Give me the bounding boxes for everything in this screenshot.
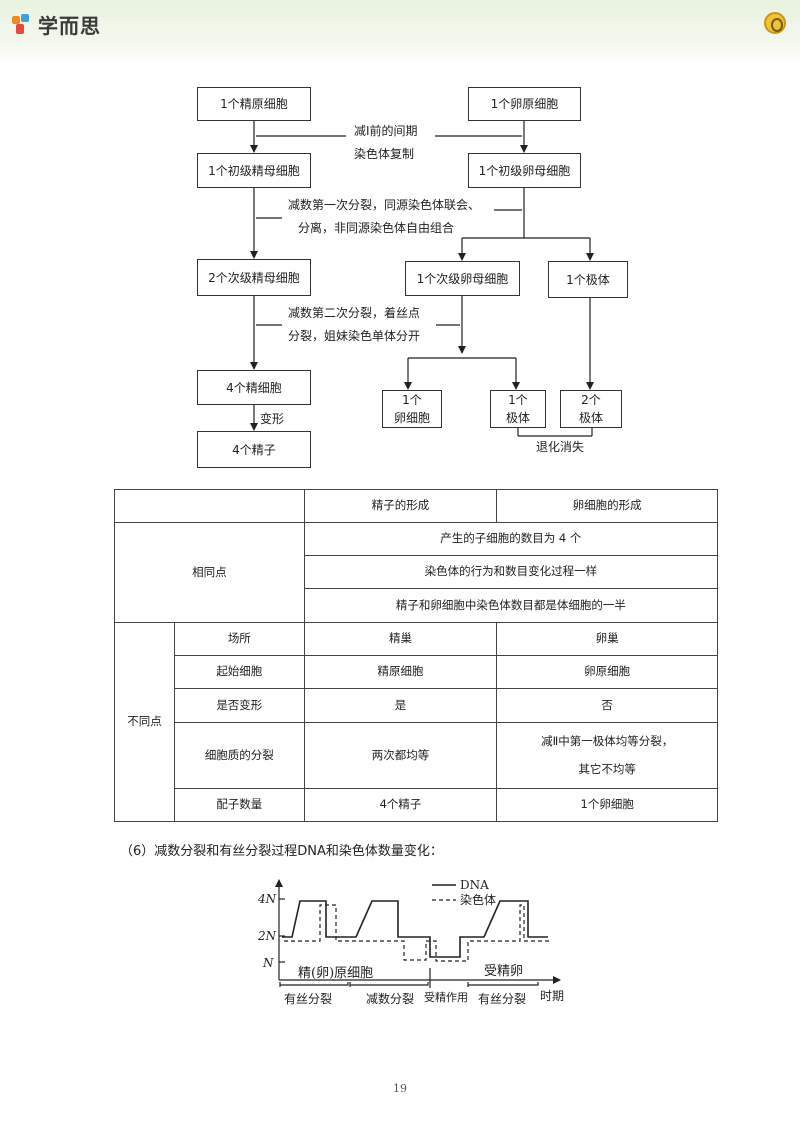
primary-spermatocyte-label: 1个初级精母细胞 [208, 163, 300, 178]
logo-icon [12, 13, 34, 36]
phase-mitosis-1: 有丝分裂 [284, 992, 332, 1006]
primary-spermatocyte-box: 1个初级精母细胞 [197, 153, 311, 188]
phase-fertilization: 受精作用 [424, 991, 468, 1004]
diff-item: 是否变形 [173, 688, 305, 723]
ovum-count: 1个 [402, 393, 422, 407]
ovum-label: 卵细胞 [393, 411, 430, 425]
primary-oocyte-label: 1个初级卵母细胞 [478, 163, 571, 178]
same-row-2: 染色体的行为和数目变化过程一样 [303, 555, 719, 589]
ovum-result-box: 1个 卵细胞 [382, 390, 442, 428]
cell-label-2: 受精卵 [484, 964, 523, 979]
same-row-3: 精子和卵细胞中染色体数目都是体细胞的一半 [303, 588, 719, 623]
table-row: 染色体的行为和数目变化过程一样 [115, 555, 719, 589]
sperm-label: 4个精子 [232, 442, 276, 457]
section-heading: （6）减数分裂和有丝分裂过程DNA和染色体数量变化： [120, 844, 443, 859]
secondary-spermatocyte-box: 2个次级精母细胞 [197, 259, 311, 296]
diff-sperm: 精巢 [303, 622, 498, 656]
medal-icon [764, 12, 786, 34]
y-tick-2n: 2N [257, 929, 277, 943]
header-egg: 卵细胞的形成 [496, 489, 718, 523]
primary-oocyte-box: 1个初级卵母细胞 [468, 153, 581, 188]
comparison-table: 精子的形成 卵细胞的形成 相同点 产生的子细胞的数目为 4 个 染色体的行为和数… [114, 489, 719, 822]
table-row: 细胞质的分裂 两次都均等 减Ⅱ中第一极体均等分裂， 其它不均等 [115, 722, 718, 789]
polar-body-result-box-1: 1个 极体 [490, 390, 546, 428]
x-axis-label: 时期 [540, 989, 564, 1003]
table-row: 是否变形 是 否 [115, 688, 718, 723]
diff-item: 场所 [173, 622, 305, 656]
meiosis-one-note-line-1: 减数第一次分裂，同源染色体联会、 [288, 198, 481, 212]
degeneration-note: 退化消失 [536, 440, 585, 454]
diff-sperm: 4个精子 [303, 788, 498, 822]
legend-dna-label: DNA [460, 878, 489, 892]
polar-body-label: 1个极体 [566, 272, 610, 287]
polar-body-result-box-2: 2个 极体 [560, 390, 622, 428]
diff-sperm: 是 [303, 688, 498, 723]
diff-egg: 减Ⅱ中第一极体均等分裂， 其它不均等 [496, 722, 718, 789]
spermatid-label: 4个精细胞 [226, 380, 282, 395]
diff-egg: 卵原细胞 [496, 655, 718, 689]
chromosome-curve [284, 904, 552, 962]
interphase-note-line-1: 减I前的间期 [354, 124, 418, 138]
spermatogonium-box: 1个精原细胞 [197, 87, 311, 121]
page-header: 学而思 [0, 0, 800, 62]
diff-egg-line-2: 其它不均等 [578, 761, 636, 776]
brand-name: 学而思 [38, 14, 101, 38]
meiosis-one-note: 减数第一次分裂，同源染色体联会、 分离，非同源染色体自由组合 [288, 194, 480, 240]
dna-curve [282, 900, 548, 958]
y-tick-n: N [262, 956, 274, 970]
y-tick-4n: 4N [257, 892, 277, 906]
diff-item: 配子数量 [173, 788, 305, 822]
same-row-1: 产生的子细胞的数目为 4 个 [303, 522, 719, 556]
interphase-note-line-2: 染色体复制 [354, 146, 415, 161]
oogonium-label: 1个卵原细胞 [490, 97, 559, 111]
meiosis-one-note-line-2: 分离，非同源染色体自由组合 [298, 220, 455, 235]
diff-egg: 否 [496, 688, 718, 723]
spermatogonium-label: 1个精原细胞 [220, 97, 288, 111]
table-header-row: 精子的形成 卵细胞的形成 [114, 489, 718, 523]
polar-body-label-1: 极体 [505, 411, 530, 425]
polar-body-count-2: 2个 [581, 393, 601, 407]
phase-mitosis-2: 有丝分裂 [478, 992, 526, 1006]
meiosis-two-note: 减数第二次分裂，着丝点 分裂，姐妹染色单体分开 [288, 302, 420, 348]
meiosis-two-note-line-1: 减数第二次分裂，着丝点 [288, 306, 421, 320]
same-label-cell: 相同点 [114, 522, 305, 623]
diff-item: 细胞质的分裂 [173, 722, 305, 789]
diff-egg: 卵巢 [496, 622, 718, 656]
diff-sperm: 两次都均等 [303, 722, 498, 789]
spermatid-box: 4个精细胞 [197, 370, 311, 405]
diff-label-cell: 不同点 [114, 622, 175, 822]
sperm-box: 4个精子 [197, 431, 311, 468]
meiosis-two-note-line-2: 分裂，姐妹染色单体分开 [288, 328, 421, 343]
diff-egg-line-1: 减Ⅱ中第一极体均等分裂， [541, 733, 674, 748]
transform-note: 变形 [260, 412, 285, 426]
polar-body-count-1: 1个 [508, 393, 528, 407]
secondary-oocyte-label: 1个次级卵母细胞 [416, 271, 509, 286]
interphase-note: 减I前的间期 染色体复制 [354, 120, 418, 166]
phase-meiosis: 减数分裂 [366, 991, 414, 1006]
brand-logo: 学而思 [12, 10, 101, 39]
secondary-oocyte-box: 1个次级卵母细胞 [405, 261, 520, 296]
header-sperm: 精子的形成 [303, 489, 498, 523]
polar-body-box: 1个极体 [548, 261, 628, 298]
table-row: 起始细胞 精原细胞 卵原细胞 [115, 655, 718, 689]
oogonium-box: 1个卵原细胞 [468, 87, 581, 121]
polar-body-label-2: 极体 [578, 411, 603, 425]
legend-chromosome-label: 染色体 [460, 892, 496, 907]
table-row: 不同点 场所 精巢 卵巢 [114, 622, 718, 822]
table-row: 配子数量 4个精子 1个卵细胞 [115, 788, 718, 822]
cell-label-1: 精(卵)原细胞 [298, 966, 373, 981]
table-corner-cell [114, 489, 305, 523]
diff-sperm: 精原细胞 [303, 655, 498, 689]
diff-egg: 1个卵细胞 [496, 788, 718, 822]
table-row: 相同点 产生的子细胞的数目为 4 个 [114, 522, 719, 623]
diff-item: 起始细胞 [173, 655, 305, 689]
flowchart-connectors [250, 121, 594, 437]
page-number: 19 [393, 1082, 407, 1095]
secondary-spermatocyte-label: 2个次级精母细胞 [208, 270, 300, 285]
